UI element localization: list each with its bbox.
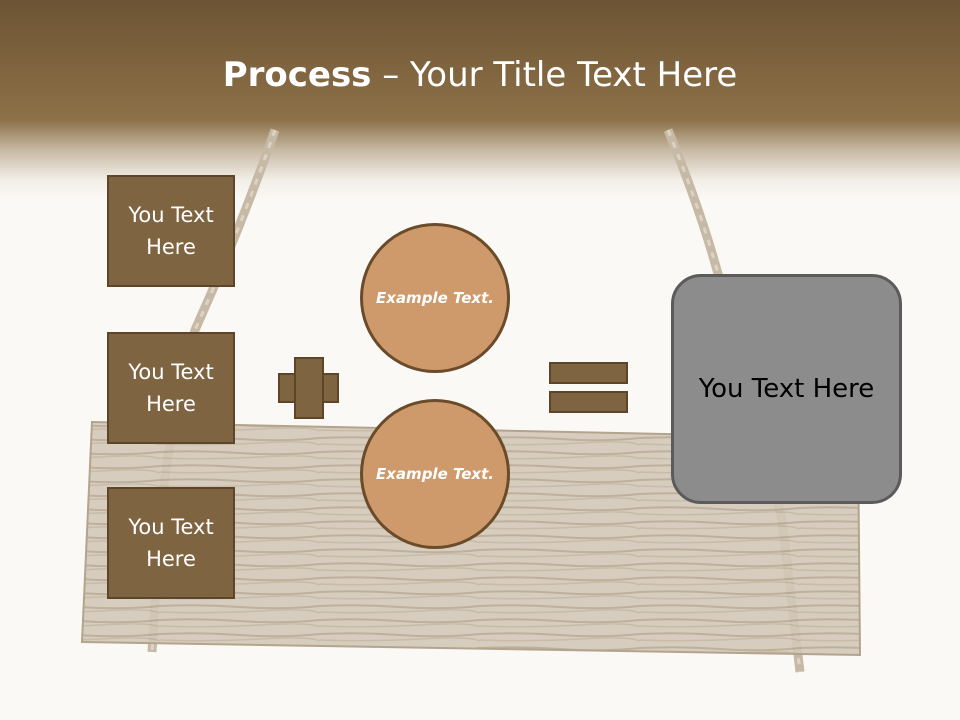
text-box-2[interactable]: You Text Here (107, 332, 235, 444)
result-box[interactable]: You Text Here (671, 274, 902, 504)
example-circle-1[interactable]: Example Text. (360, 223, 510, 373)
text-box-3[interactable]: You Text Here (107, 487, 235, 599)
plus-center (296, 375, 322, 401)
example-circle-2[interactable]: Example Text. (360, 399, 510, 549)
equals-bar-top (549, 362, 628, 384)
header-band (0, 0, 960, 200)
title-bold: Process (222, 55, 372, 95)
slide-title: Process – Your Title Text Here (0, 54, 960, 96)
title-rest: – Your Title Text Here (371, 55, 738, 95)
equals-bar-bottom (549, 391, 628, 413)
text-box-1[interactable]: You Text Here (107, 175, 235, 287)
